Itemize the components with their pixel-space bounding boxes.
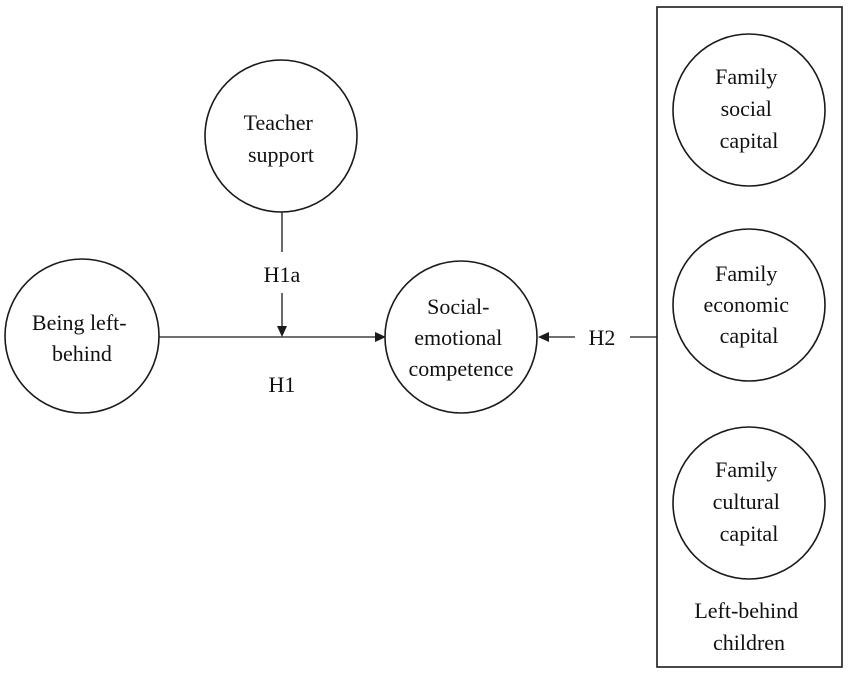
h2-arrowhead [538, 332, 549, 342]
family-economic-capital-node [672, 228, 826, 382]
family-cultural-capital-node [672, 426, 826, 580]
h1-label: H1 [269, 372, 296, 397]
family-economic-capital-label: Family economic capital [703, 261, 794, 348]
h1-arrowhead [375, 332, 386, 342]
h1a-arrowhead [277, 326, 287, 337]
social-emotional-competence-node [384, 260, 538, 414]
social-emotional-competence-label: Social- emotional competence [408, 294, 513, 381]
being-left-behind-node [4, 258, 160, 414]
family-cultural-capital-label: Family cultural capital [713, 457, 786, 546]
being-left-behind-label: Being left- behind [32, 310, 132, 366]
family-social-capital-label: Family social capital [715, 64, 783, 153]
h1a-label: H1a [264, 262, 301, 287]
h2-label: H2 [589, 325, 616, 350]
teacher-support-label: Teacher support [244, 110, 319, 167]
family-social-capital-node [672, 33, 826, 187]
left-behind-children-caption: Left-behind children [694, 598, 803, 655]
teacher-support-node [204, 59, 358, 213]
